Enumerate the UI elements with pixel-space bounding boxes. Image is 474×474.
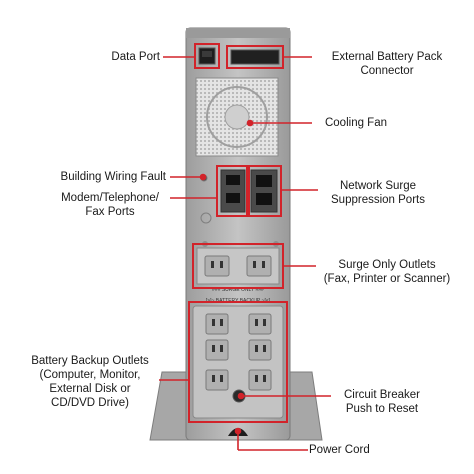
callout-external-battery: External Battery Pack Connector <box>331 51 443 77</box>
callout-cooling-fan: Cooling Fan <box>324 117 387 129</box>
rj11-port-icon <box>226 175 240 185</box>
callout-surge-only: Surge Only Outlets (Fax, Printer or Scan… <box>323 259 451 285</box>
outlet-icon <box>205 313 229 335</box>
battery-connector-icon <box>230 49 280 65</box>
callout-network-surge: Network Surge Suppression Ports <box>331 180 425 206</box>
callout-modem-ports: Modem/Telephone/ Fax Ports <box>61 192 159 218</box>
outlet-icon <box>248 369 272 391</box>
outlet-icon <box>205 339 229 361</box>
callout-battery-backup: Battery Backup Outlets (Computer, Monito… <box>31 355 149 409</box>
outlet-icon <box>248 313 272 335</box>
callout-circuit-breaker: Circuit Breaker Push to Reset <box>343 389 421 415</box>
modem-port-panel <box>220 169 246 213</box>
callout-data-port: Data Port <box>111 51 160 63</box>
outlet-icon <box>248 339 272 361</box>
outlet-icon <box>246 255 272 277</box>
rj45-port-icon <box>256 175 272 187</box>
surge-only-band-label: ### SURGE ONLY ### <box>212 287 264 293</box>
callout-building-wiring: Building Wiring Fault <box>60 171 166 183</box>
outlet-icon <box>205 369 229 391</box>
outlet-icon <box>204 255 230 277</box>
callout-power-cord: Power Cord <box>309 444 370 456</box>
